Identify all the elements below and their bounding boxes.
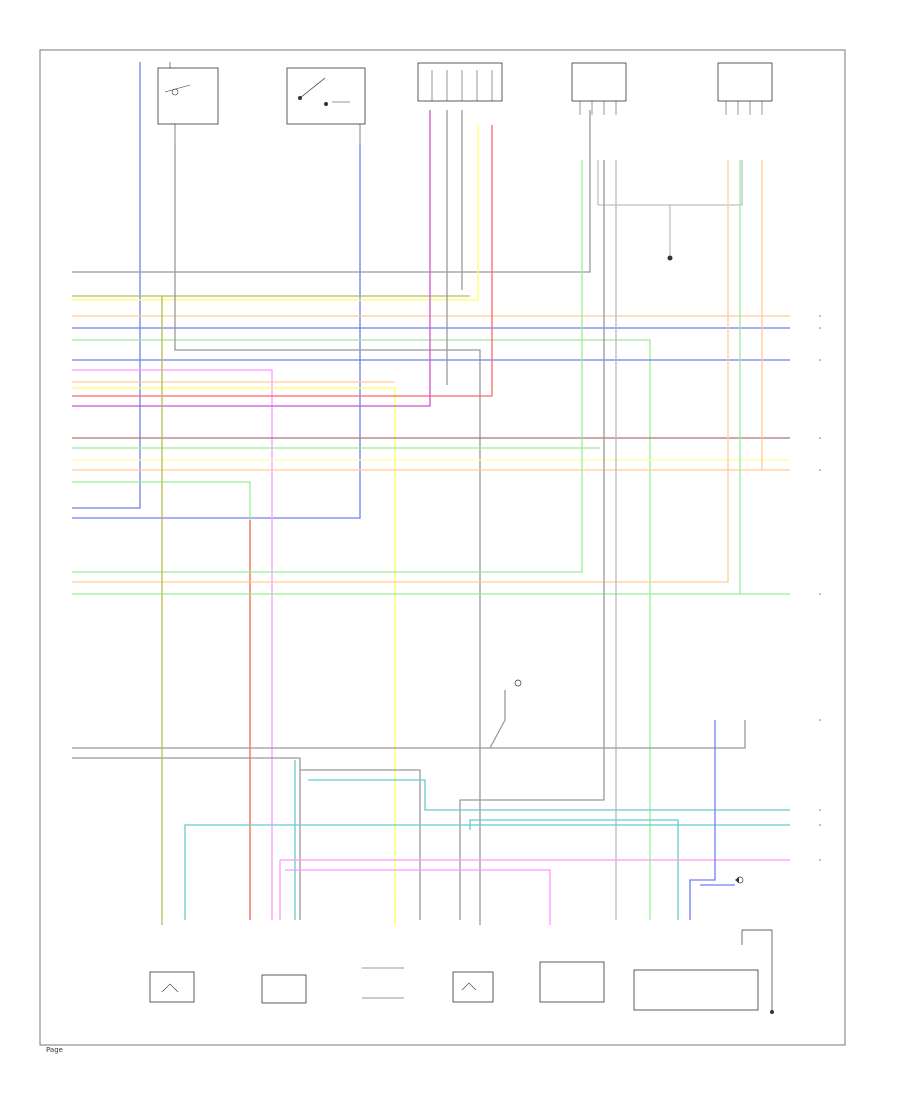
component-box (261, 974, 307, 1004)
connector-box (417, 62, 503, 102)
diagram-frame (39, 49, 846, 1046)
arrow-icon (735, 877, 739, 883)
wire-magenta-1 (72, 110, 431, 407)
right-edge-terminals (819, 315, 821, 861)
top-component-2 (286, 67, 366, 145)
wire-yellow-2 (72, 387, 396, 925)
wire-gray-bottom-3 (300, 769, 421, 920)
component-box (149, 971, 195, 1003)
wire-green-1 (72, 339, 651, 920)
component-box (286, 67, 366, 125)
bottom-component-6 (633, 969, 759, 1011)
component-box (452, 971, 494, 1003)
connector-box (571, 62, 627, 102)
splice-junction (514, 679, 744, 884)
wire-gray-bottom-2 (72, 757, 301, 920)
bottom-component-2 (261, 974, 307, 1004)
bottom-component-1 (149, 971, 195, 1003)
component-box (539, 961, 605, 1003)
wire-red-1 (72, 125, 493, 397)
switch-icon (299, 77, 326, 99)
ground-point-icon (770, 1010, 774, 1014)
ground-point-icon (667, 255, 673, 261)
splice-icon (514, 679, 522, 687)
page-number: Page (46, 1046, 63, 1054)
wire-green-4 (72, 160, 583, 573)
wire-green-3 (72, 481, 251, 920)
top-connector-5 (717, 62, 773, 115)
wire-gray-bottom-1 (72, 720, 746, 749)
bottom-ground-arrow (735, 877, 739, 883)
bottom-component-4 (452, 971, 494, 1003)
switch-arm-icon (164, 84, 191, 93)
wire-teal-2 (308, 779, 790, 811)
wire-orange-4 (72, 160, 729, 583)
connector-box (717, 62, 773, 102)
wire-blue-bottom (689, 720, 716, 920)
wire-layer (72, 62, 790, 925)
bottom-component-7 (741, 929, 774, 1014)
top-connector-4 (571, 62, 627, 115)
wire-blue-left (72, 62, 141, 509)
top-connector-3 (417, 62, 503, 102)
top-ground-junction (597, 160, 743, 261)
wire-gray-top (72, 110, 591, 273)
wire-blue-sw2 (72, 145, 361, 519)
wire-gray-2 (174, 145, 481, 925)
wire-pink-bottom-2 (285, 869, 551, 925)
bottom-component-3 (362, 967, 404, 999)
wire-pink-1 (72, 369, 273, 920)
top-component-1 (157, 62, 219, 145)
wire-yellow-1 (72, 125, 479, 301)
wire-teal-4 (469, 819, 679, 920)
component-box (633, 969, 759, 1011)
wire-teal-3 (184, 824, 790, 920)
wire-gray-junction (489, 690, 506, 749)
component-box (157, 67, 219, 125)
bottom-component-5 (539, 961, 605, 1003)
